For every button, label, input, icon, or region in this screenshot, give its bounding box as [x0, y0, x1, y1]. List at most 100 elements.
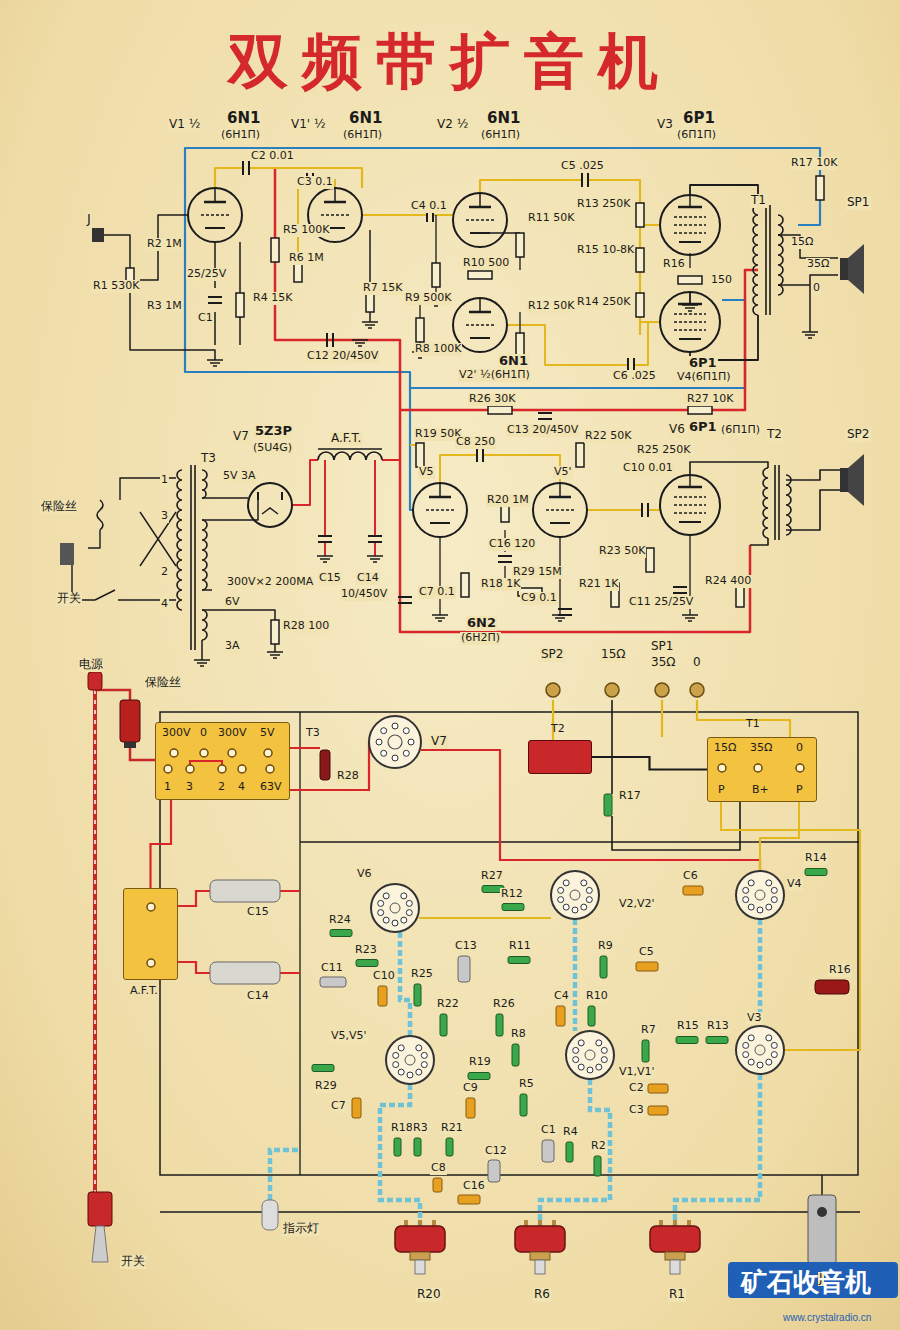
wire-path [97, 500, 103, 530]
part-label: R1 [668, 1288, 686, 1302]
part-label: (6П1П) [720, 424, 761, 437]
terminal-lug [164, 765, 172, 773]
part-label: 1 [160, 474, 169, 487]
part-label: 4 [160, 598, 169, 611]
part-label: V5,V5' [330, 1030, 368, 1043]
symbol-instance [706, 1037, 728, 1044]
component-body [262, 1200, 278, 1230]
component-body [815, 980, 849, 994]
part-label: C15 [318, 572, 342, 585]
component-body [542, 1140, 554, 1162]
symbol-instance [413, 483, 467, 537]
part-label: V2,V2' [618, 898, 656, 911]
wire-path [821, 1175, 823, 1195]
part-label: 5Z3P [254, 424, 293, 439]
part-label: C12 [484, 1145, 508, 1158]
wire-path [758, 919, 763, 1026]
part-label: R17 [618, 790, 642, 803]
speaker-symbol [92, 1226, 108, 1262]
wire-path [778, 215, 783, 295]
part-label: C15 [246, 906, 270, 919]
part-label: V3 [656, 118, 674, 132]
part-label: 35Ω [650, 656, 676, 670]
wire-path [215, 168, 362, 188]
part-label: R4 [562, 1126, 579, 1139]
part-label: V1 ½ [168, 118, 201, 132]
terminal-lug [228, 749, 236, 757]
diagram-title: 双频带扩音机 [0, 28, 900, 94]
part-label: C11 [320, 962, 344, 975]
part-label: C16 [462, 1180, 486, 1193]
wire-path [753, 205, 758, 315]
pin-circle [817, 1207, 827, 1217]
symbol-instance [432, 615, 448, 621]
symbol-instance [194, 660, 210, 666]
part-label: 6P1 [682, 110, 716, 127]
node-text: 300V [218, 727, 247, 740]
part-label: SP1 [846, 196, 871, 210]
symbol-instance [468, 271, 492, 279]
wire-path [185, 148, 820, 176]
part-label: R8 [510, 1028, 527, 1041]
terminal-lug [186, 765, 194, 773]
symbol-instance [362, 322, 378, 328]
node-text: P [718, 784, 725, 797]
part-label: R14 [804, 852, 828, 865]
wire-path [440, 530, 740, 615]
component-body [556, 1006, 565, 1026]
component-body [840, 468, 848, 492]
wire-path [410, 300, 745, 388]
wire-path [763, 468, 768, 538]
part-label: C8 250 [455, 436, 496, 449]
part-label: V1,V1' [618, 1066, 656, 1079]
part-label: V6 [356, 868, 373, 881]
part-label: 6N1 [498, 354, 529, 369]
part-label: R26 [492, 998, 516, 1011]
part-label: 6N1 [486, 110, 521, 127]
node-text: 5V [260, 727, 275, 740]
symbol-instance [538, 413, 552, 419]
part-label: C16 120 [488, 538, 536, 551]
component-body [88, 1192, 112, 1226]
wire-path [72, 478, 176, 600]
part-label: C8 [430, 1162, 447, 1175]
component-body [320, 750, 330, 780]
symbol-instance [660, 475, 720, 535]
component-body [446, 1138, 453, 1156]
symbol-instance [646, 548, 654, 572]
node-text: 63V [260, 781, 282, 794]
component-body [642, 1040, 649, 1062]
part-label: (6H1П) [220, 129, 261, 142]
part-label: V3 [746, 1012, 763, 1025]
part-label: R9 500K [404, 292, 452, 305]
part-label: C13 20/450V [506, 424, 579, 437]
part-label: R14 250K [576, 296, 631, 309]
part-label: R15 10-8K [576, 244, 635, 257]
wire-path [675, 1074, 760, 1226]
symbol-instance [271, 620, 279, 644]
part-label: R24 [328, 914, 352, 927]
component-body [458, 956, 470, 982]
pin-circle [655, 683, 669, 697]
part-label: V1' ½ [290, 118, 327, 132]
part-label: V2' ½(6H1П) [458, 369, 531, 382]
component-body [92, 228, 104, 242]
symbol-instance [368, 536, 382, 542]
part-label: R2 1M [146, 238, 183, 251]
pin-circle [690, 683, 704, 697]
symbol-instance [736, 1026, 784, 1074]
node-text: 3 [186, 781, 193, 794]
component-body [433, 1178, 442, 1192]
symbol-line [281, 492, 283, 500]
symbol-instance [356, 960, 378, 967]
component-body [488, 1160, 500, 1182]
symbol-instance [432, 263, 440, 287]
part-label: R22 50K [584, 430, 632, 443]
part-label: C9 0.1 [520, 592, 558, 605]
part-label: V7 [430, 735, 448, 749]
part-label: 保险丝 [144, 676, 182, 690]
part-label: R12 50K [527, 300, 575, 313]
symbol-group [97, 205, 791, 650]
component-body [636, 962, 658, 971]
